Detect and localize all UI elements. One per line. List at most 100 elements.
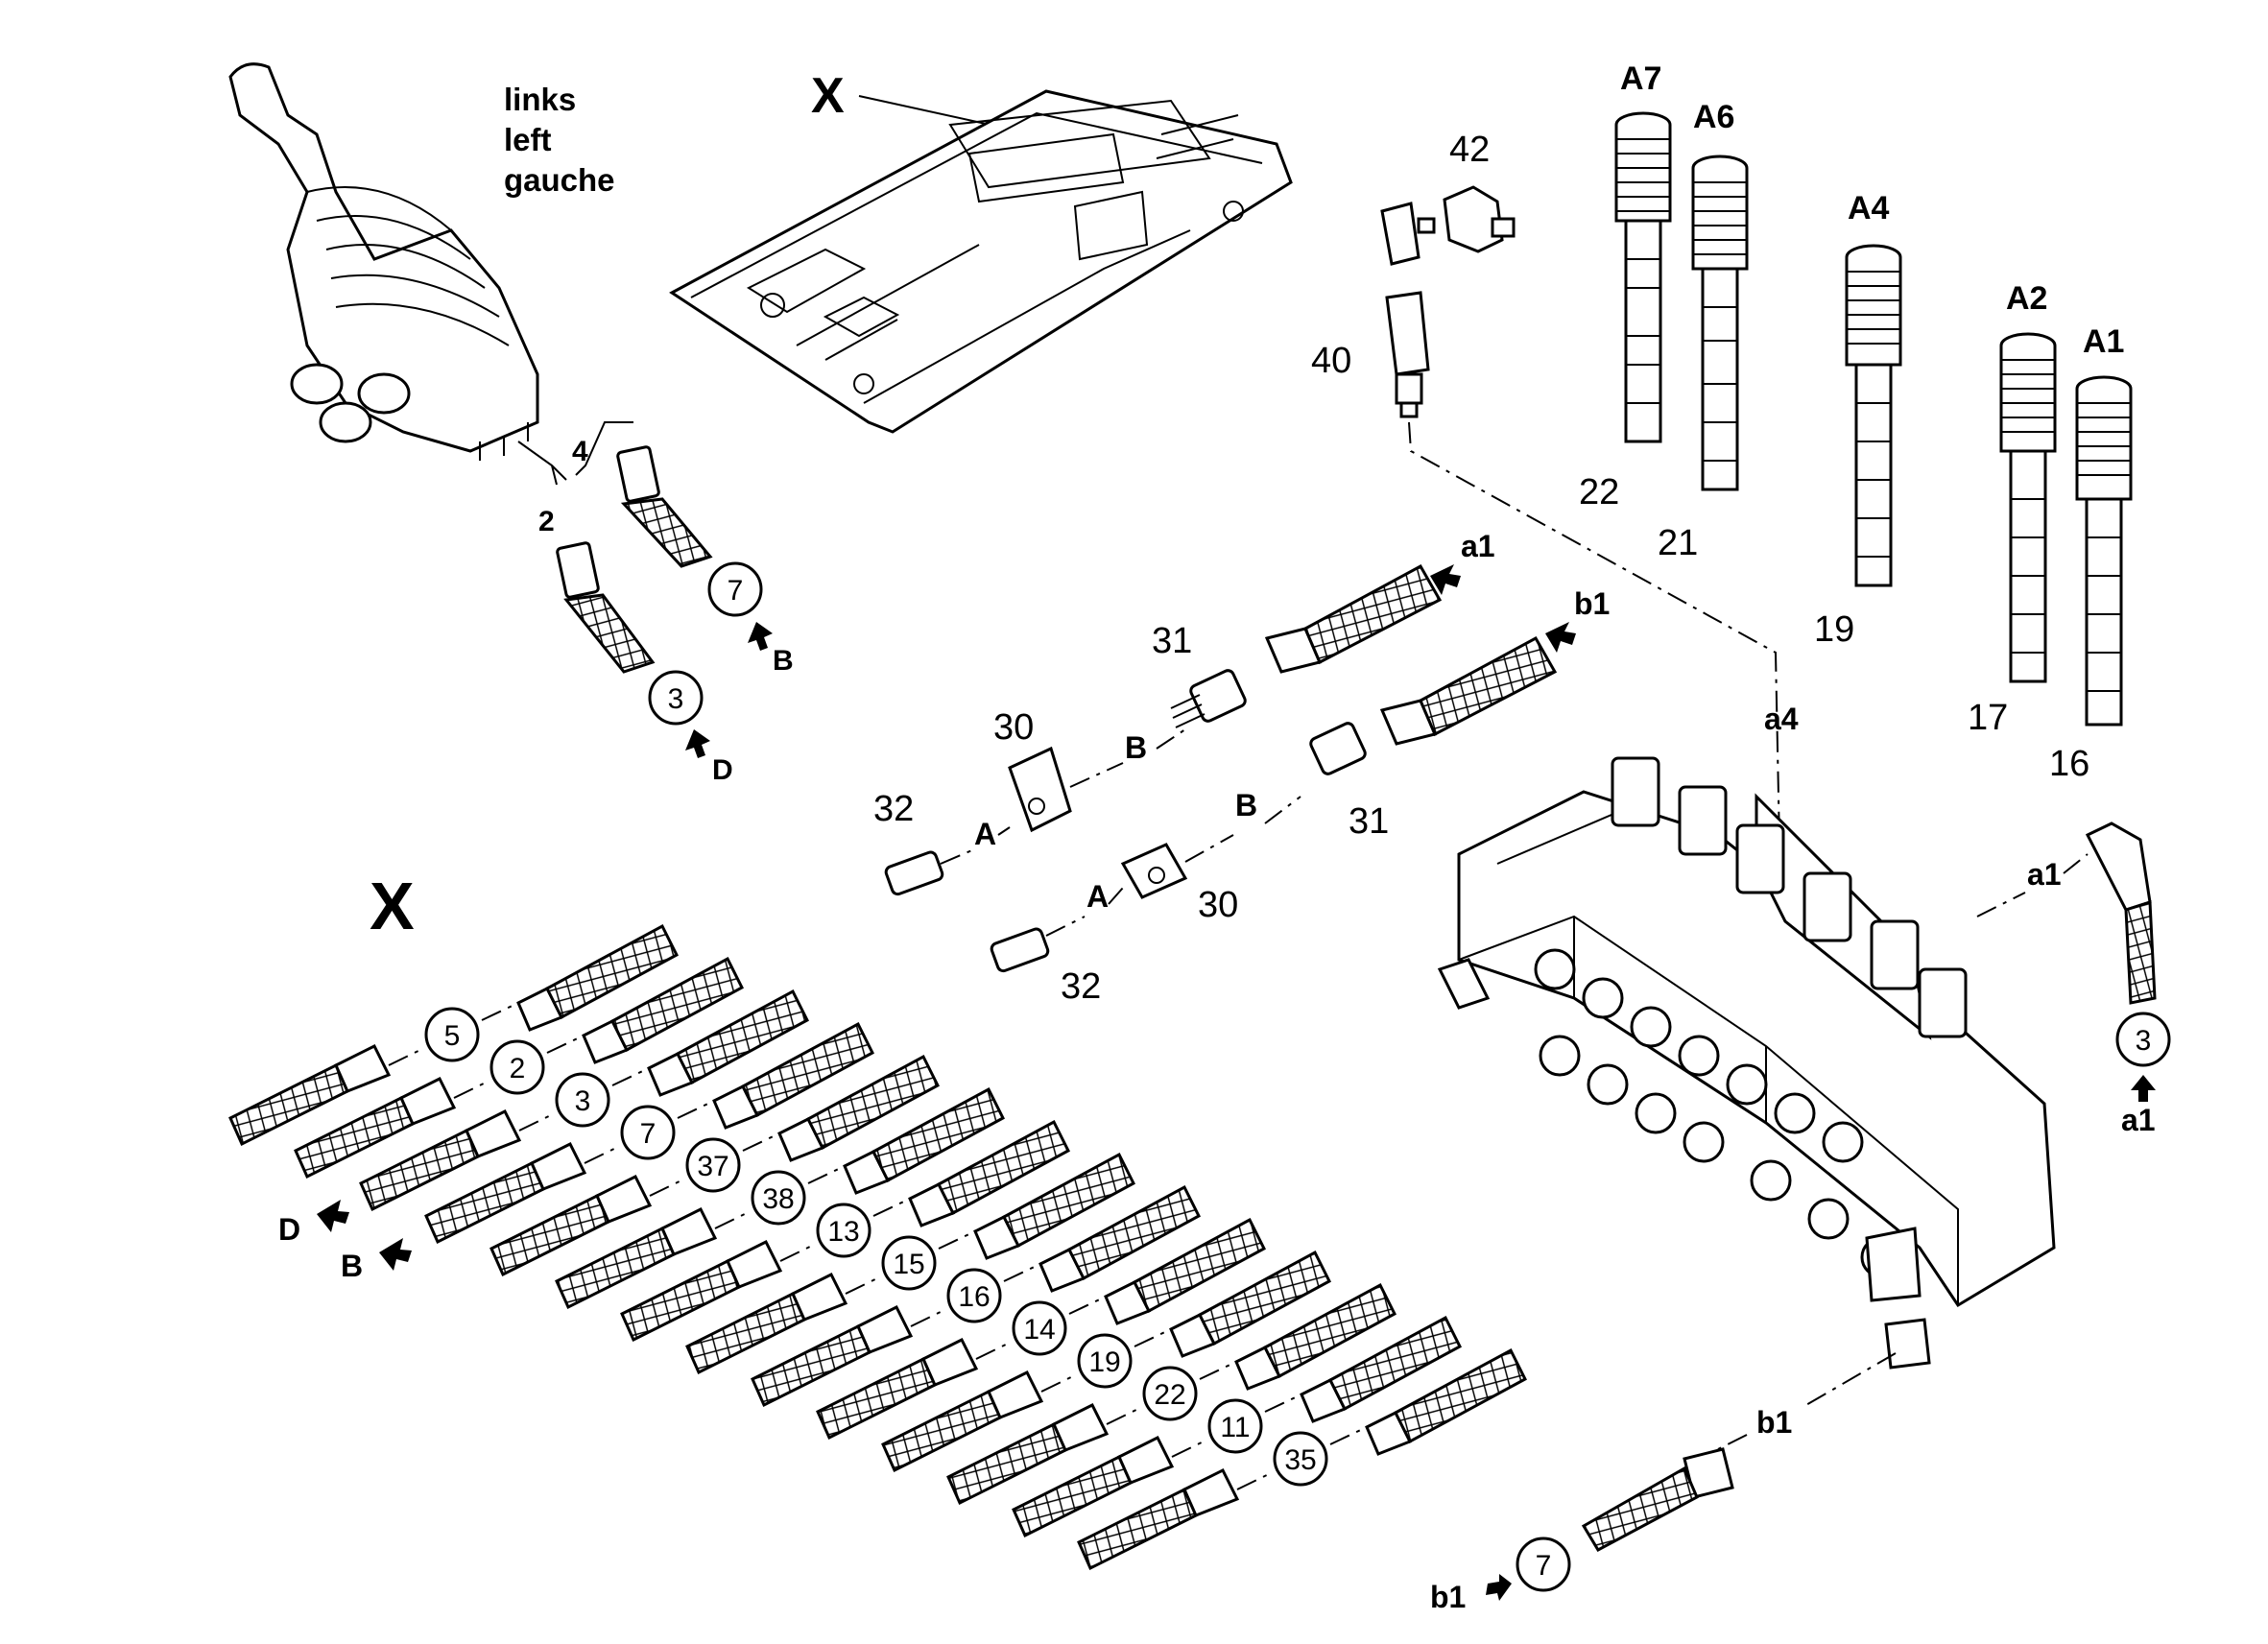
hose-right-hatch [743, 1024, 872, 1115]
hose-row: 37 [489, 1054, 940, 1277]
hose-right-hatch [808, 1057, 938, 1148]
hose-left-fitting [856, 1304, 914, 1354]
lower-line-b1-label: b1 [1574, 586, 1610, 621]
hose-row: 14 [816, 1217, 1266, 1441]
hose-circled-number [424, 1007, 480, 1062]
lower-nipple-32-label: 32 [1061, 966, 1101, 1007]
hose-circled-number [555, 1072, 610, 1128]
hose-circled-number [946, 1268, 1002, 1323]
arrow-d-icon [685, 729, 710, 758]
hose-left-hatch [557, 1228, 674, 1307]
hose-circled-number-text: 5 [444, 1020, 461, 1052]
hose-left-fitting [530, 1141, 587, 1191]
circled-3-valve [2115, 1012, 2171, 1067]
leader-40-a4 [1408, 421, 1781, 893]
hose-left-fitting [465, 1108, 522, 1158]
hose-connector-line [388, 1002, 519, 1066]
hose-row: 13 [620, 1119, 1070, 1343]
cartridge-19-number: 19 [1814, 609, 1854, 650]
cartridge-a1 [2075, 375, 2133, 727]
label-gauche: gauche [504, 162, 615, 198]
hose-connector-line [584, 1100, 715, 1164]
hose-left-hatch [948, 1424, 1065, 1503]
lower-hose-b1 [1379, 635, 1558, 746]
upper-line-a1-label: a1 [1461, 529, 1495, 563]
cartridge-16-number: 16 [2049, 744, 2089, 784]
hose-right-hatch [1069, 1187, 1199, 1278]
hose-right-hatch [547, 926, 677, 1017]
port-a4-label: a4 [1764, 702, 1799, 736]
hose-left-hatch [1079, 1489, 1196, 1568]
upper-chain-line [1069, 728, 1186, 788]
hose-left-fitting [1117, 1435, 1175, 1485]
hose-left-fitting [595, 1174, 653, 1224]
hose-connector-line [910, 1263, 1041, 1327]
hose-circled-number [620, 1105, 676, 1160]
valve-port-a1-elbow [2085, 822, 2157, 1005]
hose-left-fitting [921, 1337, 979, 1387]
hose-circled-number-text: 38 [762, 1183, 794, 1215]
detail-x-marker: X [811, 68, 845, 124]
hose-right-hatch [939, 1122, 1068, 1213]
cartridge-a6 [1691, 155, 1749, 491]
port-4-label: 4 [572, 436, 588, 467]
circled-7-joystick [707, 561, 763, 617]
hose-connector-line [1236, 1426, 1368, 1490]
hose-circled-number-text: 16 [958, 1281, 990, 1313]
upper-fitting-31 [1170, 669, 1247, 728]
cartridge-a6-label: A6 [1693, 99, 1734, 135]
hose-left-fitting [791, 1272, 848, 1322]
hose-right-hatch [873, 1089, 1003, 1180]
circled-3-valve-text: 3 [2136, 1025, 2152, 1057]
arrow-b-icon [748, 622, 773, 651]
hose-circled-number [751, 1170, 806, 1226]
arrow-a1-bottom-icon [2131, 1075, 2156, 1102]
fitting-40 [1385, 291, 1430, 418]
lower-fitting-31-label: 31 [1349, 801, 1389, 842]
lower-coupler-30-label: 30 [1198, 885, 1238, 925]
hose-left-hatch [491, 1196, 609, 1275]
hose-circled-number [881, 1235, 937, 1291]
hose-connector-line [779, 1198, 911, 1262]
lower-end-a-label: A [1086, 879, 1109, 914]
hose-connector-line [714, 1165, 846, 1229]
hose-right-hatch [1200, 1252, 1329, 1344]
cartridge-a2 [1999, 332, 2057, 683]
hose-circled-number-text: 14 [1023, 1314, 1055, 1346]
hose-row: 7 [424, 1021, 874, 1245]
bundle-arrow-b-label: B [341, 1249, 363, 1283]
hose-row: 19 [881, 1250, 1331, 1473]
hose-row: 35 [1077, 1347, 1527, 1571]
valve-a1-line [1976, 853, 2089, 917]
hose-row: 5 [228, 923, 679, 1147]
valve-b1-line [1717, 1352, 1897, 1450]
joystick-label: links left gauche [504, 82, 615, 198]
hose-connector-line [1106, 1361, 1237, 1425]
hose-left-hatch [230, 1065, 347, 1144]
upper-end-a-label: A [974, 817, 996, 851]
hose-left-hatch [426, 1163, 543, 1242]
hose-circled-number-text: 22 [1154, 1379, 1185, 1411]
hose-left-hatch [883, 1392, 1000, 1470]
lower-end-b-label: B [1235, 788, 1257, 822]
arrow-b1-top-icon [1545, 622, 1576, 653]
lower-coupler-30 [1120, 843, 1188, 899]
hose-circled-number [1207, 1398, 1263, 1454]
hose-left-hatch [1014, 1457, 1131, 1536]
hose-connector-line [518, 1067, 650, 1132]
hose-connector-line [1040, 1328, 1172, 1393]
hose-left-fitting [660, 1206, 718, 1256]
valve-port-a1-label: a1 [2027, 857, 2062, 892]
joystick-hose-4 [616, 445, 713, 568]
cartridge-a7 [1614, 111, 1672, 443]
detail-x-label: X [370, 869, 415, 943]
hose-left-fitting [399, 1076, 457, 1126]
hose-circled-number-text: 13 [827, 1216, 859, 1248]
hose-left-hatch [818, 1359, 935, 1438]
cab-floor-plate [669, 89, 1293, 434]
circled-3-joystick-text: 3 [668, 683, 684, 715]
valve-elbow-a1-label: a1 [2121, 1103, 2156, 1137]
upper-end-b-label: B [1125, 730, 1147, 765]
hose-left-hatch [687, 1294, 804, 1372]
